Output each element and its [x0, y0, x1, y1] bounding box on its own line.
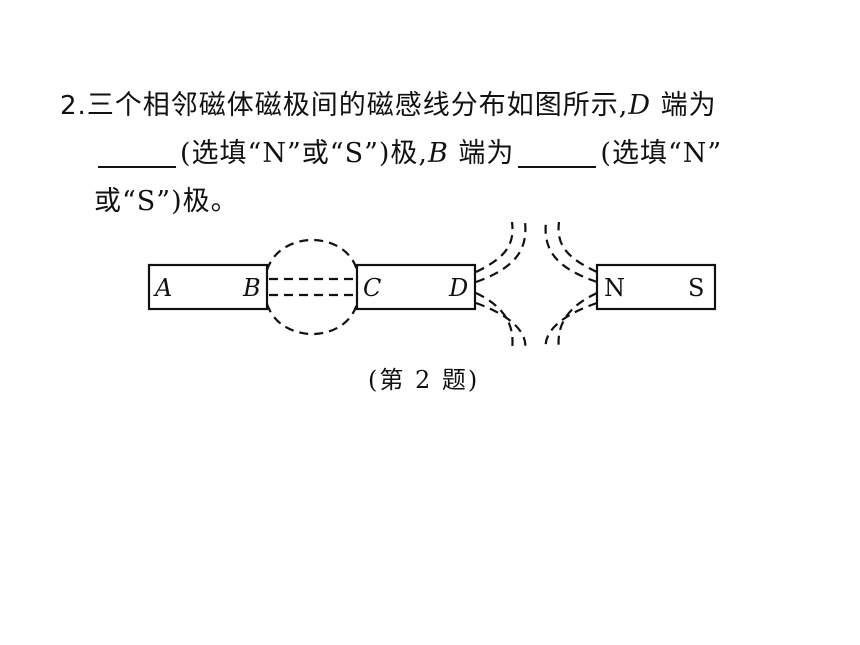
question-text-2a: (选填“N”或“S”)极, — [180, 138, 428, 169]
answer-blank-b[interactable] — [518, 136, 597, 168]
magnet-ns — [595, 263, 717, 311]
question-text-1-tail: 端为 — [651, 90, 717, 121]
label-c: C — [363, 274, 381, 302]
field-lines-bc — [265, 239, 359, 335]
question-text-2b: 端为 — [448, 138, 515, 169]
label-a: A — [153, 274, 172, 302]
question-2: 2.三个相邻磁体磁极间的磁感线分布如图所示,D 端为 (选填“N”或“S”)极,… — [60, 82, 820, 226]
question-number: 2. — [60, 91, 87, 121]
label-s: S — [688, 274, 704, 302]
question-text-1: 三个相邻磁体磁极间的磁感线分布如图所示, — [86, 90, 629, 121]
pole-b-variable: B — [427, 138, 449, 169]
label-b: B — [242, 274, 261, 302]
question-line-1: 2.三个相邻磁体磁极间的磁感线分布如图所示,D 端为 — [60, 82, 820, 130]
magnet-ab — [147, 263, 269, 311]
answer-blank-d[interactable] — [98, 136, 176, 168]
field-lines-dn — [475, 221, 598, 351]
label-d: D — [448, 274, 468, 302]
magnet-cd — [355, 263, 477, 311]
label-n: N — [604, 274, 625, 302]
pole-d-variable: D — [628, 90, 652, 121]
question-line-2: (选填“N”或“S”)极,B 端为 (选填“N” — [60, 130, 820, 178]
figure-caption: (第 2 题) — [368, 366, 480, 394]
question-line-3: 或“S”)极。 — [60, 178, 820, 226]
question-text-3: 或“S”)极。 — [94, 186, 239, 217]
question-text-2c: (选填“N” — [600, 138, 723, 169]
